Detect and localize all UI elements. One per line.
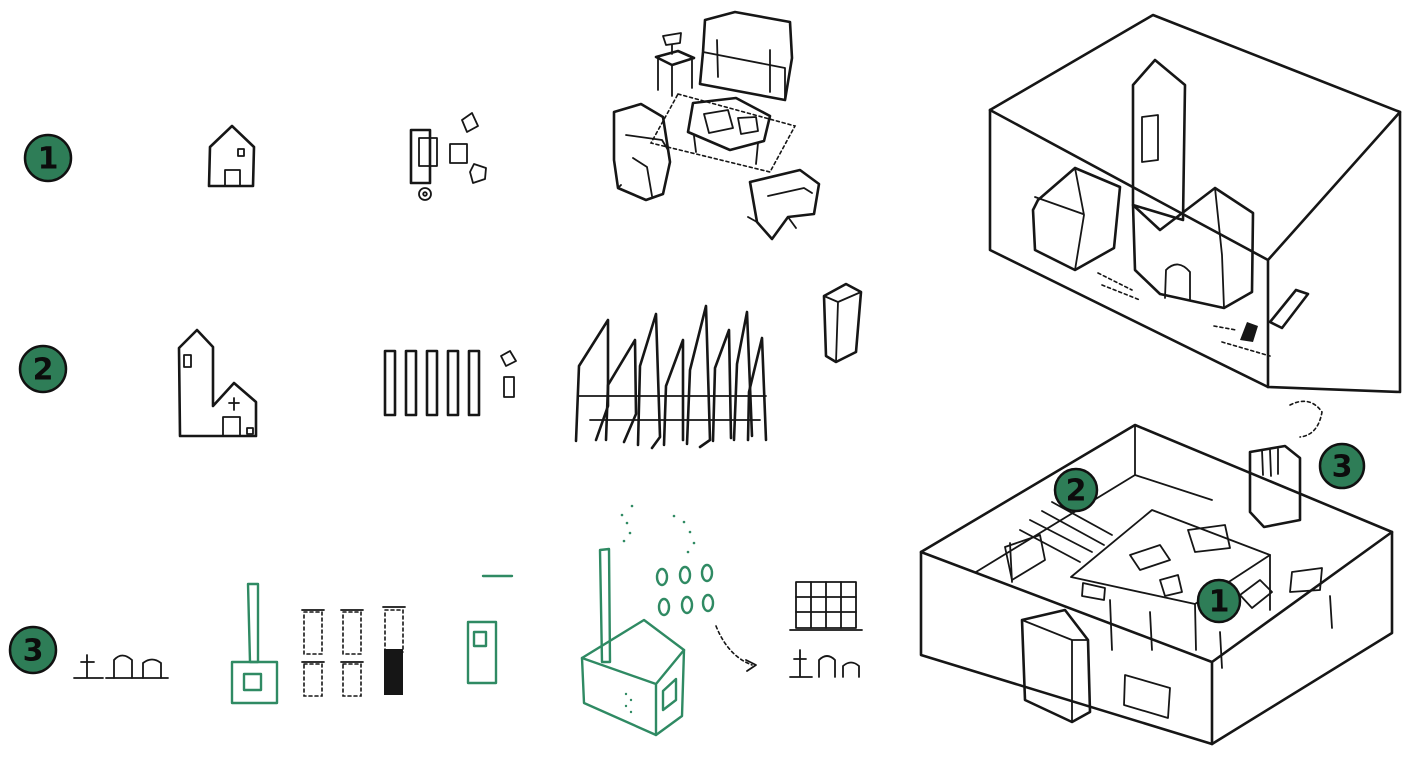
row-2: 2 — [20, 284, 861, 448]
badge-3: 3 — [10, 627, 56, 673]
house-icon — [209, 126, 254, 186]
furniture-plan-icon — [411, 113, 486, 200]
pew-plan-icon — [385, 351, 516, 415]
crematorium-icon — [582, 505, 756, 735]
stove-icon — [468, 576, 512, 683]
church-pews-icon — [576, 306, 766, 448]
badge-1-label: 1 — [38, 142, 59, 177]
building-cutaway-icon — [921, 401, 1392, 744]
badge-2: 2 — [20, 346, 66, 392]
chimney-plan-icon — [232, 584, 277, 703]
cemetery-icon — [74, 655, 168, 678]
badge-right-1-label: 1 — [1209, 585, 1230, 620]
badge-2-label: 2 — [33, 353, 54, 388]
badge-right-2: 2 — [1055, 469, 1097, 511]
badge-1: 1 — [25, 135, 71, 181]
badge-right-2-label: 2 — [1066, 474, 1087, 509]
badge-right-3: 3 — [1320, 444, 1364, 488]
row-3: 3 — [10, 505, 862, 735]
badge-3-label: 3 — [23, 634, 44, 669]
urn-capsules — [657, 565, 713, 615]
columbarium-icon — [790, 582, 862, 677]
badge-right-3-label: 3 — [1332, 450, 1353, 485]
pillar-icon — [824, 284, 861, 362]
urn-grid-icon — [302, 607, 405, 696]
badge-right-1: 1 — [1198, 580, 1240, 622]
church-icon — [179, 330, 256, 436]
village-box-icon — [990, 15, 1400, 392]
row-1: 1 — [25, 12, 819, 239]
living-room-furniture-icon — [614, 12, 819, 239]
right-panel: 2 3 1 — [921, 15, 1400, 744]
